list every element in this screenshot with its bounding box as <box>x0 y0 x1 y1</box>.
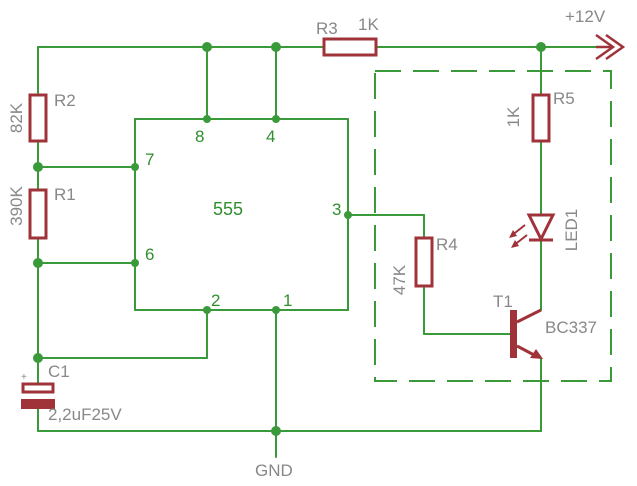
ground-label: GND <box>255 461 293 480</box>
junction-dot <box>33 162 43 172</box>
junction-dot <box>202 42 212 52</box>
r4-name: R4 <box>436 235 458 254</box>
supply-arrow-icon <box>595 33 626 61</box>
junction-dot <box>536 42 546 52</box>
c1-polarity: + <box>21 372 27 383</box>
r5-value: 1K <box>504 106 523 127</box>
t1-value: BC337 <box>545 318 597 337</box>
r1-name: R1 <box>54 185 76 204</box>
pin-label-6: 6 <box>145 245 154 264</box>
r1-value: 390K <box>7 185 26 225</box>
resistor-r3 <box>322 37 378 57</box>
resistor-r2 <box>28 93 48 143</box>
r3-name: R3 <box>316 19 338 38</box>
capacitor-plate-negative <box>21 399 55 409</box>
supply-label: +12V <box>565 7 606 26</box>
junction-dot <box>271 426 281 436</box>
pin-dot-6 <box>131 259 139 267</box>
pin-label-2: 2 <box>211 291 220 310</box>
r4-value: 47K <box>390 264 409 295</box>
output-stage-box <box>374 70 612 382</box>
pin-label-3: 3 <box>332 200 341 219</box>
capacitor-plate-positive <box>21 382 55 394</box>
wires <box>37 46 597 458</box>
led-name: LED1 <box>562 209 581 252</box>
transistor-collector <box>516 308 542 324</box>
c1-value: 2,2uF25V <box>48 405 122 424</box>
transistor-emitter-arrow <box>530 349 543 359</box>
pin-label-4: 4 <box>266 127 275 146</box>
pin-dot-3 <box>344 211 352 219</box>
junctions <box>33 42 546 436</box>
junction-dot <box>33 353 43 363</box>
pin-label-8: 8 <box>195 127 204 146</box>
ic-label: 555 <box>213 199 243 219</box>
junction-dot <box>271 42 281 52</box>
led-triangle <box>526 213 556 243</box>
r2-name: R2 <box>54 91 76 110</box>
pin-dot-2 <box>203 306 211 314</box>
resistor-r1 <box>28 188 48 240</box>
transistor-base-bar <box>510 310 517 358</box>
c1-name: C1 <box>48 362 70 381</box>
pin-dot-1 <box>272 306 280 314</box>
pin-dot-4 <box>272 115 280 123</box>
capacitor-c1 <box>21 382 55 409</box>
t1-name: T1 <box>493 292 513 311</box>
r3-value: 1K <box>358 15 379 34</box>
resistor-r5 <box>531 93 551 143</box>
pin-label-1: 1 <box>283 291 292 310</box>
transistor-t1 <box>510 308 543 359</box>
pin-label-7: 7 <box>145 150 154 169</box>
r2-value: 82K <box>7 102 26 133</box>
pin-dot-8 <box>203 115 211 123</box>
r5-name: R5 <box>553 89 575 108</box>
led1 <box>509 213 556 248</box>
resistor-r4 <box>414 236 434 288</box>
junction-dot <box>33 258 43 268</box>
pin-dot-7 <box>131 163 139 171</box>
